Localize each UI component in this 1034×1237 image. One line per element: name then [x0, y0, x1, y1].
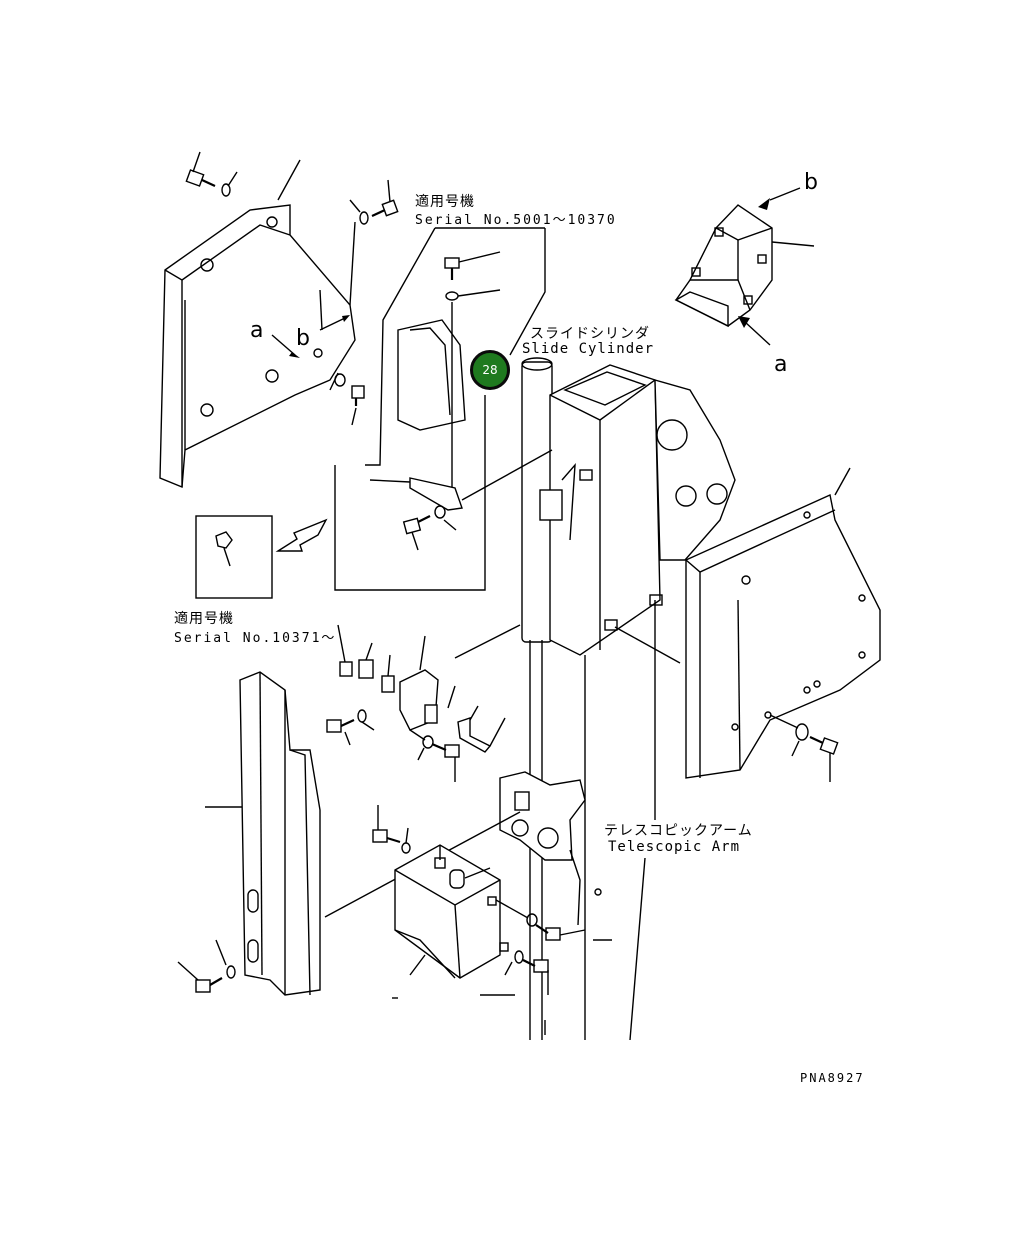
ref-arrows-left — [271, 289, 350, 358]
bolt-group-top-left — [185, 151, 399, 426]
drawing-code: PNA8927 — [800, 1071, 865, 1085]
detail-part-top-right — [674, 187, 815, 346]
serial-b-title: 適用号機 — [174, 611, 234, 627]
left-long-cover — [177, 671, 521, 996]
ref-label-b-left: b — [296, 326, 310, 351]
detail-box-serial-b — [195, 515, 328, 599]
part-callout-number: 28 — [482, 363, 498, 377]
telescopic-arm-jp: テレスコピックアーム — [604, 823, 753, 839]
ref-label-a-left: a — [250, 318, 264, 343]
slide-cylinder-en: Slide Cylinder — [522, 341, 655, 357]
part-callout-28[interactable]: 28 — [470, 350, 510, 390]
ref-label-b-right: b — [804, 170, 818, 195]
serial-b-range: Serial No.10371～ — [174, 631, 337, 646]
serial-a-title: 適用号機 — [415, 194, 475, 210]
left-cover-plate — [159, 159, 356, 489]
bracket-group — [326, 624, 506, 782]
lower-bracket-cover — [372, 805, 612, 1035]
ref-label-a-right: a — [774, 352, 788, 377]
right-cover-plate — [685, 467, 881, 782]
detail-box-serial-a — [334, 227, 546, 591]
slide-cylinder — [454, 357, 736, 664]
slide-cylinder-jp: スライドシリンダ — [530, 326, 650, 342]
leader-lines — [629, 857, 646, 1041]
telescopic-arm — [499, 600, 656, 1040]
serial-a-range: Serial No.5001～10370 — [415, 213, 617, 228]
telescopic-arm-en: Telescopic Arm — [608, 839, 741, 855]
